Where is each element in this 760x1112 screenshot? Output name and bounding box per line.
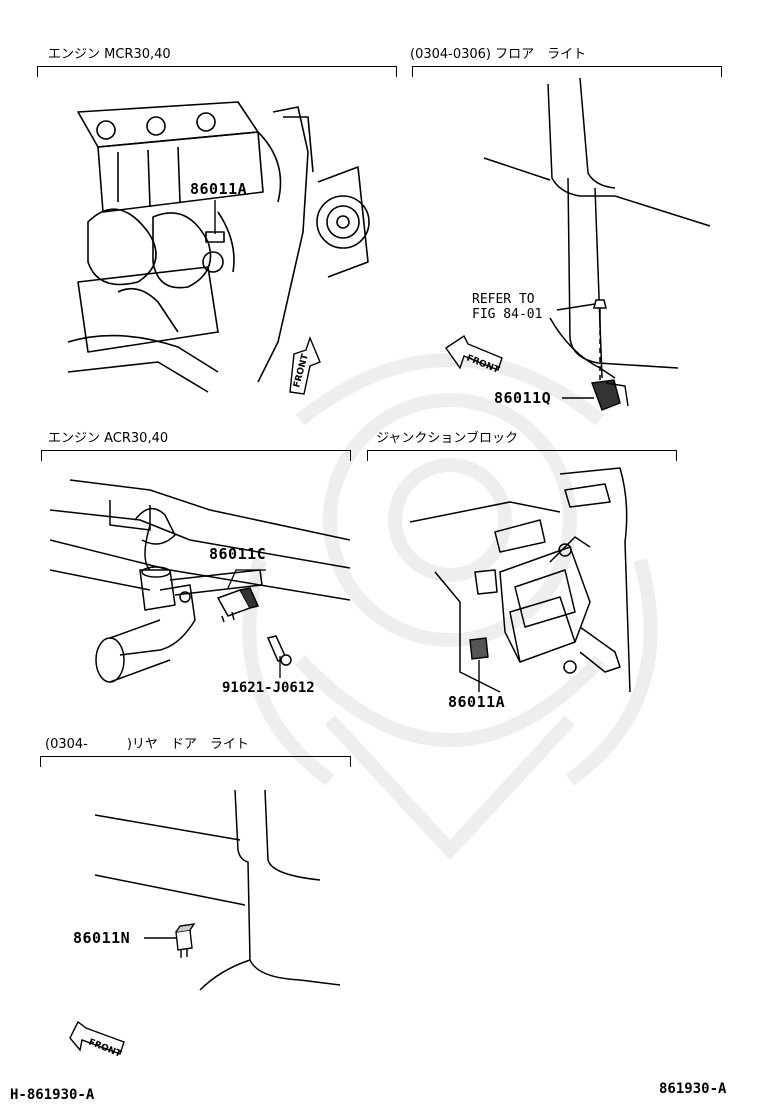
- leader-86011a-mcr: [214, 200, 216, 234]
- section-bracket-rear-door-light: [40, 756, 351, 767]
- section-bracket-engine-acr: [41, 450, 351, 461]
- section-title-engine-acr: エンジン ACR30,40: [48, 431, 169, 446]
- refer-to-line-1: REFER TO: [472, 292, 535, 307]
- section-bracket-floor-light: [412, 66, 722, 77]
- leader-refer: [556, 303, 596, 311]
- floor-light-illustration: FRONT: [445, 78, 711, 411]
- section-title-floor-light: (0304-0306) フロア ライト: [410, 47, 587, 62]
- section-title-engine-mcr: エンジン MCR30,40: [48, 47, 171, 62]
- leader-86011a-junction: [478, 660, 480, 692]
- front-arrow-mcr: FRONT: [289, 336, 321, 395]
- part-86011q: 86011Q: [494, 389, 552, 407]
- part-86011c: 86011C: [209, 545, 267, 563]
- part-91621-j0612: 91621-J0612: [222, 680, 315, 696]
- part-86011n: 86011N: [73, 929, 131, 947]
- part-86011a-mcr: 86011A: [190, 180, 248, 198]
- section-bracket-junction-block: [367, 450, 677, 461]
- section-title-junction-block: ジャンクションブロック: [376, 431, 518, 446]
- junction-block-illustration: [409, 467, 631, 693]
- leader-86011n: [144, 937, 176, 939]
- refer-to-line-2: FIG 84-01: [472, 307, 543, 322]
- section-bracket-engine-mcr: [37, 66, 397, 77]
- footer-code-right: 861930-A: [659, 1081, 727, 1097]
- engine-acr-illustration: [50, 479, 350, 683]
- footer-code-left: H-861930-A: [10, 1087, 95, 1103]
- front-arrow-rear: FRONT: [69, 1020, 125, 1060]
- leader-86011q: [562, 397, 594, 399]
- rear-door-illustration: FRONT: [69, 789, 341, 1060]
- leader-91621: [279, 656, 281, 678]
- part-86011a-junction: 86011A: [448, 693, 506, 711]
- engine-mcr-illustration: FRONT: [67, 101, 370, 395]
- front-arrow-floor: FRONT: [445, 334, 503, 376]
- section-title-rear-door-light: (0304- )リヤ ドア ライト: [45, 737, 249, 752]
